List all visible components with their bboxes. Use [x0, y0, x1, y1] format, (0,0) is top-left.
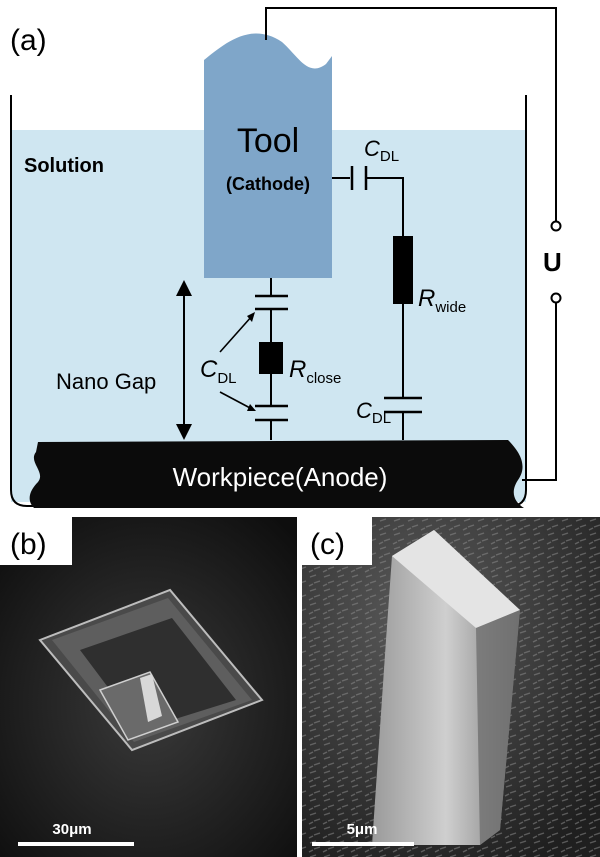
solution-label: Solution: [24, 155, 104, 177]
cdl-bottom-sub: DL: [372, 410, 391, 427]
nano-gap-arrowhead-top: [176, 280, 192, 296]
pointer-arrow-upper: [219, 315, 253, 353]
cdl-left-label: CDL: [200, 356, 237, 387]
resistor-close: [259, 342, 283, 374]
panel-b-tag: (b): [10, 528, 47, 561]
workpiece-anode: [29, 440, 525, 508]
nano-gap-label: Nano Gap: [56, 369, 156, 394]
terminal-top: [550, 220, 562, 232]
cdl-top-label: CDL: [364, 136, 399, 165]
supply-wire: [265, 7, 557, 481]
panel-c-tag-bg: [302, 517, 372, 565]
panel-c: (c) 5μm: [302, 517, 600, 857]
r-wide-sub: wide: [434, 299, 466, 316]
cathode-label: (Cathode): [226, 174, 310, 194]
panel-a-tag: (a): [10, 24, 47, 57]
pointer-arrowhead-lower: [247, 404, 256, 411]
resistor-wide: [393, 236, 413, 304]
cdl-left-main: C: [200, 356, 218, 383]
sem-pillar-top: [392, 530, 520, 628]
cdl-top-sub: DL: [380, 148, 399, 165]
cdl-bottom-label: CDL: [356, 398, 391, 427]
cdl-top-main: C: [364, 136, 380, 161]
nano-gap-arrowhead-bottom: [176, 424, 192, 440]
pointer-arrowhead-upper: [247, 312, 255, 322]
r-close-main: R: [289, 356, 306, 383]
voltage-label: U: [543, 247, 562, 277]
r-wide-main: R: [418, 285, 435, 312]
tool-electrode: [204, 33, 332, 279]
panel-b-tag-bg: [0, 517, 72, 565]
workpiece-label: Workpiece(Anode): [173, 462, 388, 492]
scale-bar-c-label: 5μm: [347, 821, 378, 838]
panel-b: (b) 30μm: [0, 517, 297, 857]
sem-pillar-shadow: [476, 610, 520, 845]
cdl-left-sub: DL: [217, 370, 236, 387]
sem-inner-post: [140, 674, 162, 722]
sem-inner-rectangle: [98, 671, 180, 741]
panel-c-tag: (c): [310, 528, 345, 561]
r-close-sub: close: [306, 370, 341, 387]
wire-wide-branch: [366, 177, 404, 440]
panel-a: (a) Tool (Cathode) Solution Workpiece(An…: [10, 7, 562, 508]
pointer-arrow-lower: [219, 391, 253, 410]
scale-bar-b-label: 30μm: [52, 821, 91, 838]
r-close-label: Rclose: [289, 356, 341, 387]
cdl-bottom-main: C: [356, 398, 372, 423]
r-wide-label: Rwide: [418, 285, 466, 316]
tool-label: Tool: [237, 122, 299, 160]
terminal-bottom: [550, 292, 562, 304]
